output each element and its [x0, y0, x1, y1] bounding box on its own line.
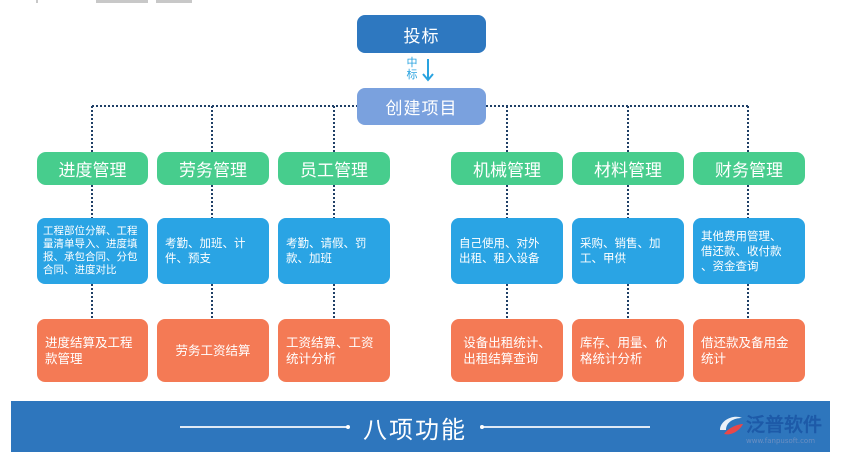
result-line: 进度结算及工程 — [45, 334, 133, 350]
result-line: 劳务工资结算 — [175, 342, 251, 358]
result-labor-management: 劳务工资结算 — [157, 319, 269, 382]
detail-line: 考勤、加班、计 — [165, 236, 246, 250]
category-finance-management: 财务管理 — [693, 152, 805, 185]
result-line: 工资结算、工资 — [286, 334, 374, 350]
category-label: 劳务管理 — [179, 161, 247, 181]
detail-line: 工、甲供 — [580, 251, 626, 265]
detail-line: 自己使用、对外 — [459, 236, 540, 250]
category-label: 材料管理 — [594, 161, 662, 181]
result-staff-management: 工资结算、工资 统计分析 — [278, 319, 390, 382]
result-material-management: 库存、用量、价 格统计分析 — [572, 319, 684, 382]
detail-line: 款、加班 — [286, 251, 332, 265]
footer-right-rule — [482, 426, 650, 428]
detail-line: 考勤、请假、罚 — [286, 236, 367, 250]
footer-banner — [11, 401, 830, 452]
bid-node: 投标 — [357, 15, 486, 53]
category-material-management: 材料管理 — [572, 152, 684, 185]
result-line: 格统计分析 — [580, 350, 643, 366]
result-machinery-management: 设备出租统计、 出租结算查询 — [451, 319, 563, 382]
detail-labor-management: 考勤、加班、计 件、预支 — [157, 218, 269, 284]
detail-line: 报、承包合同、分包 — [43, 251, 138, 263]
category-label: 员工管理 — [300, 161, 368, 181]
create-project-node: 创建项目 — [357, 88, 486, 125]
detail-line: 、资金查询 — [701, 258, 759, 273]
detail-line: 采购、销售、加 — [580, 236, 661, 250]
win-bid-char-2: 标 — [406, 68, 418, 81]
footer-title: 八项功能 — [363, 415, 467, 444]
footer-left-rule — [180, 426, 348, 428]
detail-staff-management: 考勤、请假、罚 款、加班 — [278, 218, 390, 284]
brand-logo-block: 泛普软件 www.fanpusoft.com — [716, 410, 846, 452]
result-line: 出租结算查询 — [463, 350, 539, 366]
create-project-label: 创建项目 — [385, 99, 458, 119]
win-bid-char-1: 中 — [406, 56, 418, 69]
detail-line: 借还款、收付款 — [701, 243, 782, 258]
detail-line: 合同、进度对比 — [43, 264, 117, 276]
detail-line: 出租、租入设备 — [459, 251, 540, 265]
detail-finance-management: 其他费用管理、 借还款、收付款 、资金查询 — [693, 218, 805, 284]
category-label: 财务管理 — [715, 161, 783, 181]
category-machinery-management: 机械管理 — [451, 152, 563, 185]
result-line: 借还款及备用金 — [701, 334, 789, 350]
category-labor-management: 劳务管理 — [157, 152, 269, 185]
brand-logo-icon — [720, 416, 743, 435]
result-line: 统计分析 — [286, 350, 337, 366]
footer-left-dot — [346, 425, 350, 429]
category-progress-management: 进度管理 — [37, 152, 148, 185]
detail-line: 工程部位分解、工程 — [43, 225, 138, 237]
down-arrow-icon — [422, 59, 434, 82]
detail-progress-management: 工程部位分解、工程 量清单导入、进度填 报、承包合同、分包 合同、进度对比 — [37, 218, 148, 284]
brand-url: www.fanpusoft.com — [746, 437, 816, 445]
result-line: 设备出租统计、 — [463, 334, 551, 350]
detail-machinery-management: 自己使用、对外 出租、租入设备 — [451, 218, 563, 284]
footer-right-dot — [480, 425, 484, 429]
category-staff-management: 员工管理 — [278, 152, 390, 185]
category-label: 机械管理 — [473, 161, 541, 181]
brand-name: 泛普软件 — [746, 414, 823, 436]
result-progress-management: 进度结算及工程 款管理 — [37, 319, 148, 382]
result-line: 款管理 — [45, 350, 83, 366]
detail-line: 件、预支 — [165, 251, 211, 265]
result-finance-management: 借还款及备用金 统计 — [693, 319, 805, 382]
win-bid-label: 中 标 — [406, 57, 418, 81]
result-line: 库存、用量、价 — [580, 334, 668, 350]
result-line: 统计 — [701, 350, 727, 366]
detail-line: 其他费用管理、 — [701, 228, 782, 243]
top-edge-mark — [36, 0, 192, 4]
bid-node-label: 投标 — [403, 26, 440, 47]
detail-line: 量清单导入、进度填 — [43, 238, 138, 250]
detail-material-management: 采购、销售、加 工、甲供 — [572, 218, 684, 284]
category-label: 进度管理 — [58, 161, 127, 181]
